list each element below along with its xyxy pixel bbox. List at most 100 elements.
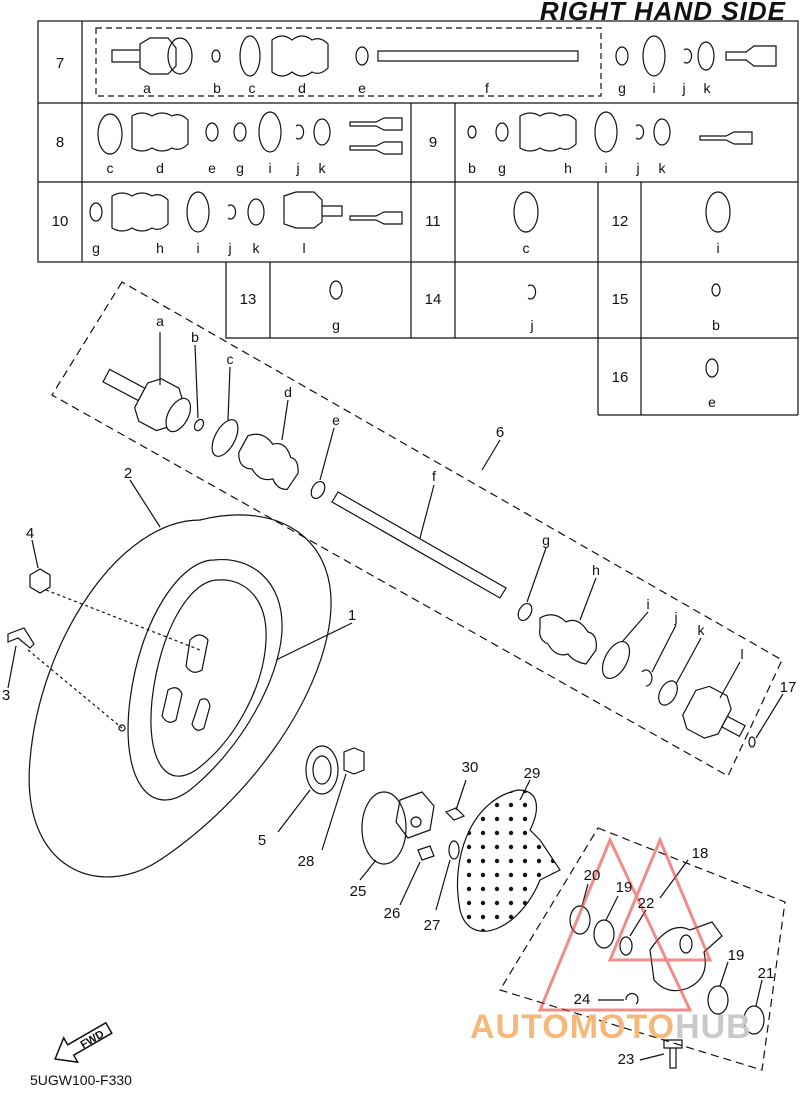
shaft-label-k: k — [698, 622, 706, 638]
r7-label-b: b — [213, 80, 221, 96]
r8-label-e: e — [208, 160, 216, 176]
diagram-code: 5UGW100-F330 — [30, 1072, 132, 1088]
kit-table-row-numbers: 7 8 9 10 11 12 13 14 15 16 — [52, 55, 629, 386]
r10-label-g: g — [92, 240, 100, 256]
shaft-label-d: d — [284, 384, 292, 400]
shaft-label-f: f — [432, 468, 436, 484]
row-9-num: 9 — [429, 134, 437, 151]
tire — [28, 514, 332, 878]
r10-label-k: k — [253, 240, 261, 256]
callout-23: 23 — [618, 1051, 635, 1068]
watermark-text: AUTOMOTOHUB — [470, 1008, 752, 1047]
row-11-num: 11 — [425, 213, 441, 230]
row-12-num: 12 — [612, 213, 629, 230]
r7-label-g: g — [618, 80, 626, 96]
row-7-parts — [111, 35, 777, 77]
callout-2: 2 — [124, 465, 132, 482]
callout-20: 20 — [584, 867, 601, 884]
watermark-part1: AUTOMOTO — [470, 1008, 676, 1046]
r9-label-i: i — [604, 160, 607, 176]
shaft-label-i: i — [646, 596, 649, 612]
kit-table-parts — [89, 35, 777, 378]
row-16-part — [705, 358, 719, 378]
callout-6: 6 — [496, 424, 504, 441]
watermark-logo-mark — [537, 836, 713, 1012]
callout-17: 17 — [780, 679, 797, 696]
callout-18: 18 — [692, 845, 709, 862]
r7-label-j: j — [681, 80, 685, 96]
r9-label-k: k — [659, 160, 667, 176]
seal-21 — [743, 1005, 765, 1035]
row-10-num: 10 — [52, 213, 69, 230]
shaft-label-a: a — [156, 313, 164, 329]
callout-4: 4 — [26, 525, 34, 542]
r9-label-b: b — [468, 160, 476, 176]
row-12-part — [705, 191, 731, 233]
r8-label-c: c — [107, 160, 114, 176]
row-15-part — [711, 283, 721, 297]
shaft-group-outline — [51, 281, 783, 777]
clip-24 — [625, 992, 639, 1005]
ring-k — [658, 680, 678, 706]
collar-22 — [619, 936, 633, 956]
cv-joint-outer — [102, 368, 192, 433]
bolt-23 — [663, 1039, 683, 1069]
callout-19-right: 19 — [728, 947, 745, 964]
r7-label-c: c — [249, 80, 256, 96]
shaft-label-g: g — [542, 532, 550, 548]
callout-3: 3 — [2, 687, 10, 704]
boot-h — [539, 614, 597, 665]
rim-cutouts — [161, 634, 211, 731]
o-ring-27 — [448, 840, 460, 860]
bearing-19-right — [707, 985, 729, 1015]
row-9-parts — [467, 111, 753, 153]
fwd-arrow-icon: FWD — [54, 1021, 113, 1064]
r10-label-j: j — [227, 240, 231, 256]
page-title: RIGHT HAND SIDE — [539, 0, 786, 26]
callout-1: 1 — [348, 607, 356, 624]
r7-label-f: f — [485, 80, 489, 96]
boot-d — [238, 433, 299, 491]
knuckle — [649, 921, 723, 992]
r14-label-j: j — [529, 317, 533, 333]
row-13-num: 13 — [240, 291, 257, 308]
callout-22: 22 — [638, 895, 655, 912]
clip-17 — [748, 736, 756, 748]
wheel-rim — [127, 558, 283, 801]
callout-27: 27 — [424, 917, 441, 934]
callout-24: 24 — [574, 991, 591, 1008]
callout-numbers: 1 2 3 4 5 6 17 18 19 19 20 21 22 23 24 2… — [2, 424, 797, 1068]
callout-30: 30 — [462, 759, 479, 776]
shaft-f — [331, 491, 507, 599]
r8-label-k: k — [319, 160, 327, 176]
r7-label-k: k — [704, 80, 712, 96]
circlip-j — [641, 669, 653, 687]
shaft-label-c: c — [227, 351, 234, 367]
wheel-stud-3 — [7, 627, 35, 649]
band-c — [211, 419, 239, 457]
kit-table — [37, 20, 799, 416]
r7-label-a: a — [143, 80, 151, 96]
callout-26: 26 — [384, 905, 401, 922]
fwd-label: FWD — [79, 1028, 107, 1051]
r8-label-g: g — [236, 160, 244, 176]
knuckle-group-outline — [499, 827, 786, 1071]
shaft-label-e: e — [332, 412, 340, 428]
r7-label-e: e — [358, 80, 366, 96]
r15-label-b: b — [712, 317, 720, 333]
r10-label-i: i — [196, 240, 199, 256]
r12-label-i: i — [716, 240, 719, 256]
r10-label-h: h — [156, 240, 164, 256]
band-i — [601, 641, 631, 679]
callout-19-left: 19 — [616, 879, 633, 896]
wheel-nut-4 — [29, 568, 51, 594]
hub-25 — [361, 791, 407, 865]
row-7-num: 7 — [56, 55, 64, 72]
r7-label-d: d — [298, 80, 306, 96]
row-8-num: 8 — [56, 134, 64, 151]
band-e — [310, 480, 326, 500]
r10-label-l: l — [302, 240, 305, 256]
wheel-assembly — [7, 479, 353, 878]
r9-label-j: j — [635, 160, 639, 176]
r7-label-i: i — [652, 80, 655, 96]
